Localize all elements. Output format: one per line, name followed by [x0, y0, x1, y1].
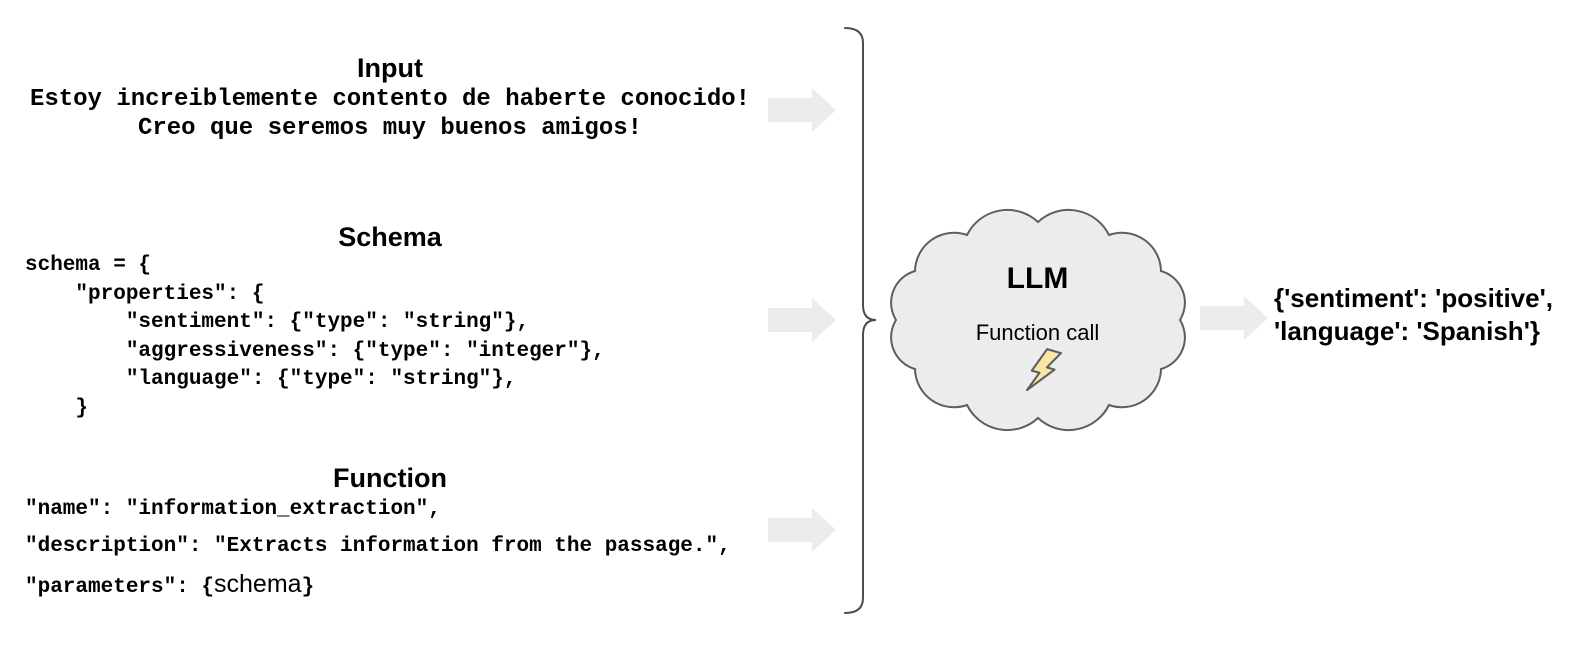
function-parameters-line: "parameters": {schema}	[25, 571, 731, 601]
output-flow-arrow-icon	[1200, 296, 1268, 340]
input-text-line-1: Estoy increiblemente contento de haberte…	[29, 86, 751, 113]
llm-cloud-title: LLM	[1006, 262, 1069, 295]
llm-cloud-shape	[890, 208, 1186, 432]
function-parameters-schema-ref: schema	[214, 570, 302, 598]
input-flow-arrow-icon	[768, 88, 836, 132]
schema-flow-arrow-icon	[768, 298, 836, 342]
output-result-line-1: {'sentiment': 'positive',	[1274, 283, 1554, 313]
function-flow-arrow-icon	[768, 508, 836, 552]
schema-section-heading: Schema	[338, 222, 442, 252]
input-text-line-2: Creo que seremos muy buenos amigos!	[137, 115, 643, 142]
function-name-line: "name": "information_extraction",	[25, 498, 441, 521]
function-parameters-prefix: "parameters": {	[25, 576, 215, 599]
function-description-line: "description": "Extracts information fro…	[25, 535, 731, 558]
input-section-heading: Input	[357, 53, 423, 83]
schema-code-block: schema = { "properties": { "sentiment": …	[25, 254, 605, 420]
grouping-curly-brace	[844, 27, 877, 614]
function-code-block: "name": "information_extraction", "descr…	[25, 497, 731, 612]
lightning-bolt-icon	[1026, 348, 1062, 392]
function-parameters-suffix: }	[301, 576, 315, 599]
function-section-heading: Function	[333, 463, 447, 493]
llm-cloud-subtitle: Function call	[975, 320, 1100, 345]
output-result-block: {'sentiment': 'positive', 'language': 'S…	[1274, 282, 1553, 348]
output-result-line-2: 'language': 'Spanish'}	[1274, 316, 1540, 346]
